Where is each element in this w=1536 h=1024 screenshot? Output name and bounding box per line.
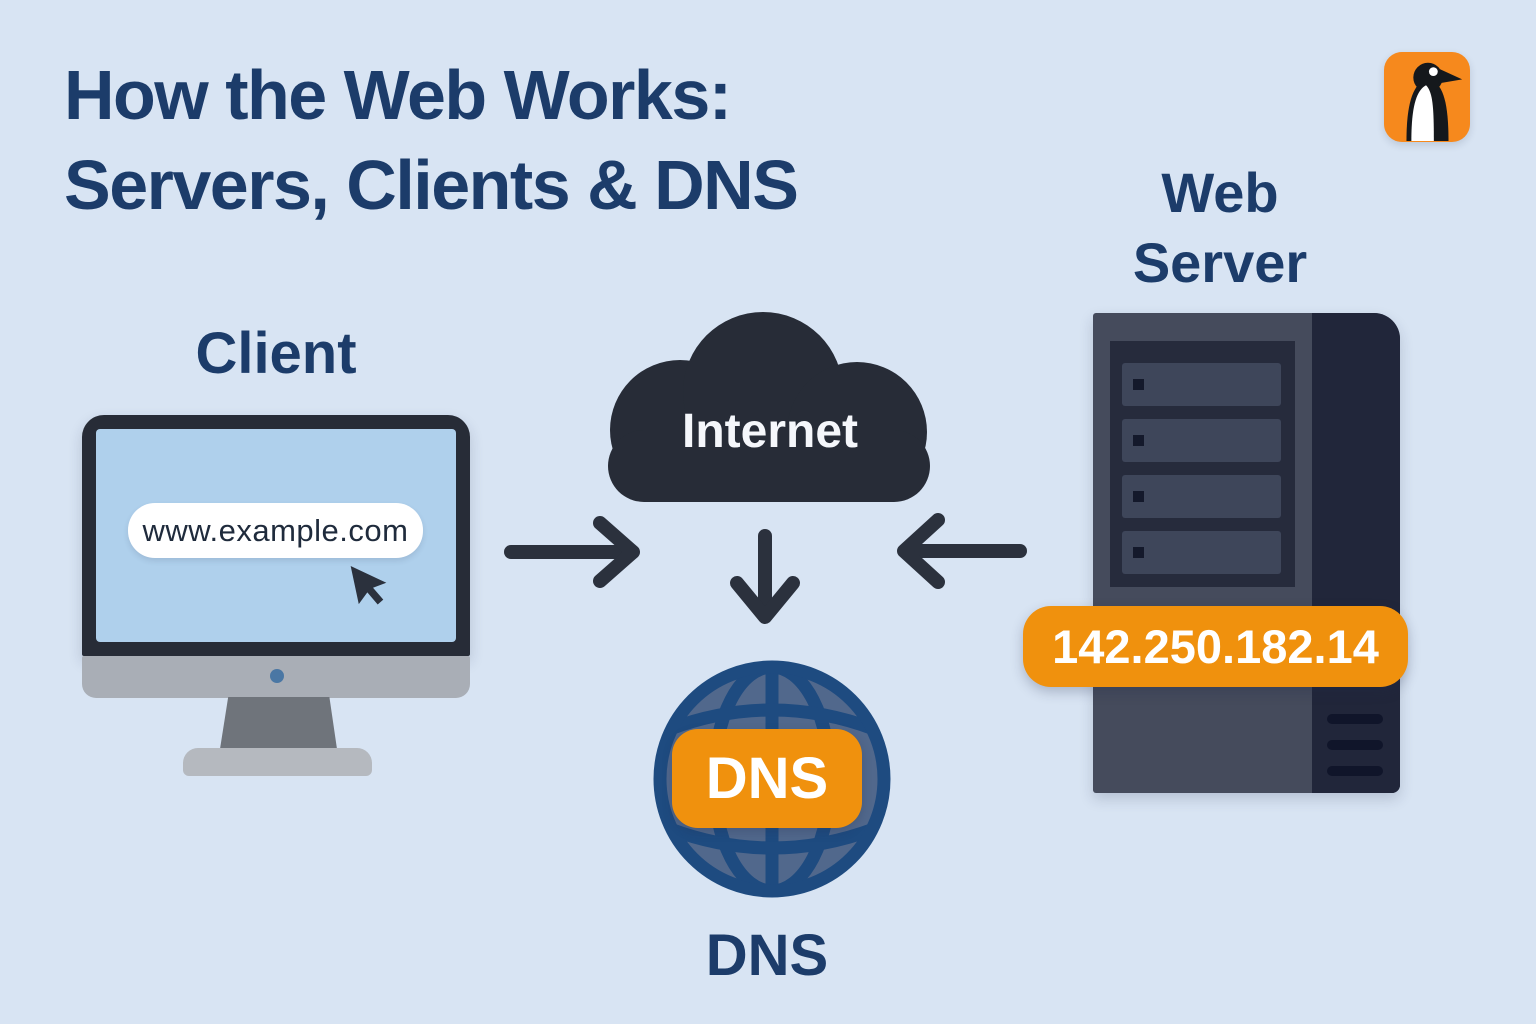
cloud-icon <box>608 312 930 502</box>
arrow-right-icon <box>504 516 640 588</box>
web-server-label: Web Server <box>1132 161 1308 294</box>
ip-address-text: 142.250.182.14 <box>1052 620 1379 673</box>
server-drive-bay <box>1122 363 1281 406</box>
monitor-stand <box>220 697 337 749</box>
arrow-down-icon <box>730 529 800 624</box>
page-title: How the Web Works: Servers, Clients & DN… <box>64 50 799 230</box>
penguin-logo <box>1384 52 1470 142</box>
server-drive-bay <box>1122 419 1281 462</box>
client-label: Client <box>195 321 357 386</box>
cursor-arrow-icon <box>350 565 387 605</box>
page-title-line2: Servers, Clients & DNS <box>64 146 799 224</box>
drive-bay-led <box>1133 491 1144 502</box>
server-vent <box>1327 766 1383 776</box>
ip-address-badge: 142.250.182.14 <box>1023 606 1408 687</box>
drive-bay-led <box>1133 547 1144 558</box>
drive-bay-led <box>1133 435 1144 446</box>
server-side-panel <box>1312 313 1400 793</box>
server-drive-bay <box>1122 531 1281 574</box>
drive-bay-led <box>1133 379 1144 390</box>
penguin-icon <box>1406 62 1463 141</box>
page-title-line1: How the Web Works: <box>64 56 732 134</box>
server-vent <box>1327 714 1383 724</box>
monitor-base <box>183 748 372 776</box>
url-bar: www.example.com <box>128 503 423 558</box>
internet-label: Internet <box>681 405 858 458</box>
dns-caption: DNS <box>705 923 829 988</box>
server-vent <box>1327 740 1383 750</box>
arrow-left-icon <box>897 513 1027 589</box>
url-text: www.example.com <box>142 512 409 548</box>
monitor-camera-dot <box>270 669 284 683</box>
dns-badge-text: DNS <box>705 746 829 811</box>
dns-badge: DNS <box>672 729 862 828</box>
server-drive-bay <box>1122 475 1281 518</box>
